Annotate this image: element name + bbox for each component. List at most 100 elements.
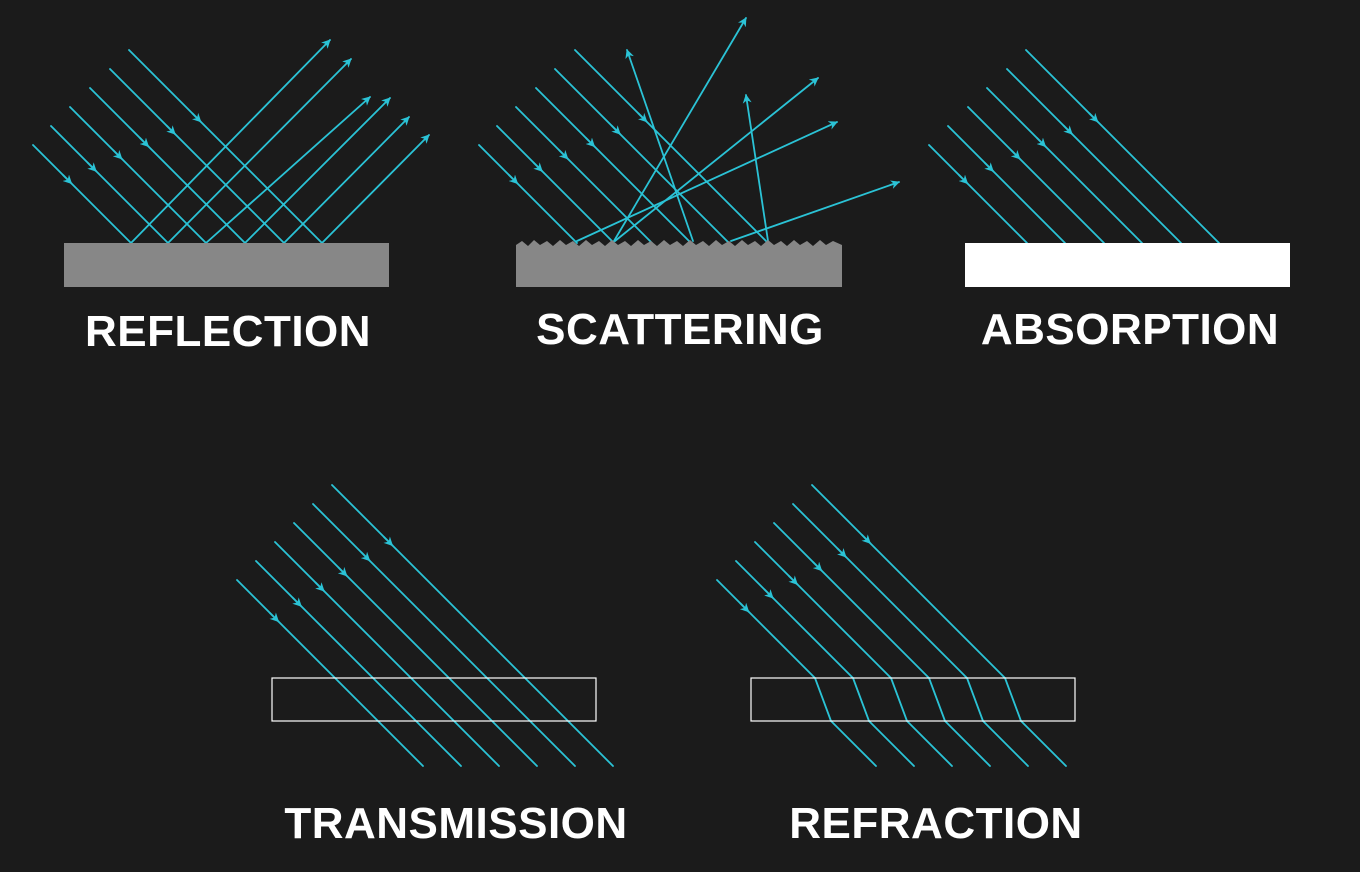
transmitted-ray [312,503,576,767]
scattering-rough-surface [516,240,842,287]
refraction-label: REFRACTION [789,799,1083,848]
absorbed-arrow [983,161,995,173]
scattered-ray [613,17,747,242]
transmitted-ray [274,541,500,767]
transmitted-arrow [269,612,280,623]
incident-arrow [637,112,648,123]
incident-ray [89,87,246,244]
incident-arrow [532,161,544,173]
incident-arrow [558,149,569,160]
incident-arrow [139,137,150,148]
incident-ray [735,560,854,679]
refraction-slab [750,677,1076,722]
absorption-rays [928,49,1220,244]
absorbed-ray [986,87,1143,244]
incident-ray [515,106,653,244]
exit-ray [944,720,991,767]
absorbed-ray [1006,68,1182,244]
reflected-ray [321,134,430,244]
reflected-ray [167,58,352,244]
scattered-ray [742,94,769,242]
incident-arrow [836,547,847,558]
refraction-rays [716,484,1067,767]
transmitted-arrow [291,596,303,608]
absorbed-arrow [958,174,969,185]
transmitted-arrow [360,551,371,562]
transmission-rays [236,484,614,767]
refracted-ray [852,677,870,722]
absorbed-ray [947,125,1066,244]
incident-ray [50,125,169,244]
transmitted-ray [331,484,614,767]
scattering-rays [478,17,900,244]
refracted-ray [814,677,832,722]
incident-ray [496,125,615,244]
reflection-panel [32,39,430,287]
absorbed-arrow [1088,112,1099,123]
incident-ray [535,87,692,244]
incident-ray [811,484,1006,679]
transmitted-ray [255,560,462,767]
incident-arrow [165,124,177,136]
scattered-ray [576,121,838,242]
transmission-slab [271,677,597,722]
incident-ray [773,522,930,679]
reflection-rays [32,39,430,244]
transmitted-ray [236,579,424,767]
absorbed-ray [967,106,1105,244]
refracted-ray [966,677,984,722]
refracted-ray [1004,677,1022,722]
incident-arrow [763,588,774,599]
incident-ray [792,503,968,679]
exit-ray [906,720,953,767]
incident-arrow [191,112,202,123]
incident-ray [69,106,207,244]
reflection-surface [64,243,389,287]
refraction-panel [716,484,1076,767]
absorbed-ray [1025,49,1220,244]
exit-ray [830,720,877,767]
exit-ray [982,720,1029,767]
transmitted-arrow [314,581,325,592]
scattered-ray [614,77,819,242]
incident-ray [716,579,816,679]
transmitted-arrow [383,536,394,547]
reflected-ray [205,96,371,244]
incident-arrow [860,533,872,545]
absorption-surface [965,243,1290,287]
scattered-ray [625,49,694,242]
incident-arrow [112,149,123,160]
incident-ray [754,541,892,679]
reflected-ray [244,97,391,244]
incident-arrow [585,137,596,148]
absorbed-arrow [1062,124,1074,136]
absorbed-arrow [1010,149,1021,160]
absorption-label: ABSORPTION [980,305,1280,354]
exit-ray [1020,720,1067,767]
reflection-label: REFLECTION [84,307,372,356]
transmitted-arrow [337,566,348,577]
incident-ray [478,144,578,244]
transmission-panel [236,484,614,767]
reflected-ray [283,116,410,244]
incident-ray [574,49,769,244]
scattering-label: SCATTERING [536,305,824,354]
incident-arrow [739,602,750,613]
refracted-ray [890,677,908,722]
reflected-ray [130,39,331,244]
incident-ray [554,68,730,244]
scattering-panel [478,17,900,287]
incident-arrow [62,174,73,185]
incident-arrow [812,561,823,572]
incident-ray [109,68,285,244]
exit-ray [868,720,915,767]
absorbed-ray [928,144,1028,244]
absorption-panel [928,49,1290,287]
transmission-label: TRANSMISSION [284,799,628,848]
transmitted-ray [293,522,538,767]
incident-arrow [787,574,799,586]
refracted-ray [928,677,946,722]
scattered-ray [730,180,900,242]
incident-arrow [610,124,622,136]
